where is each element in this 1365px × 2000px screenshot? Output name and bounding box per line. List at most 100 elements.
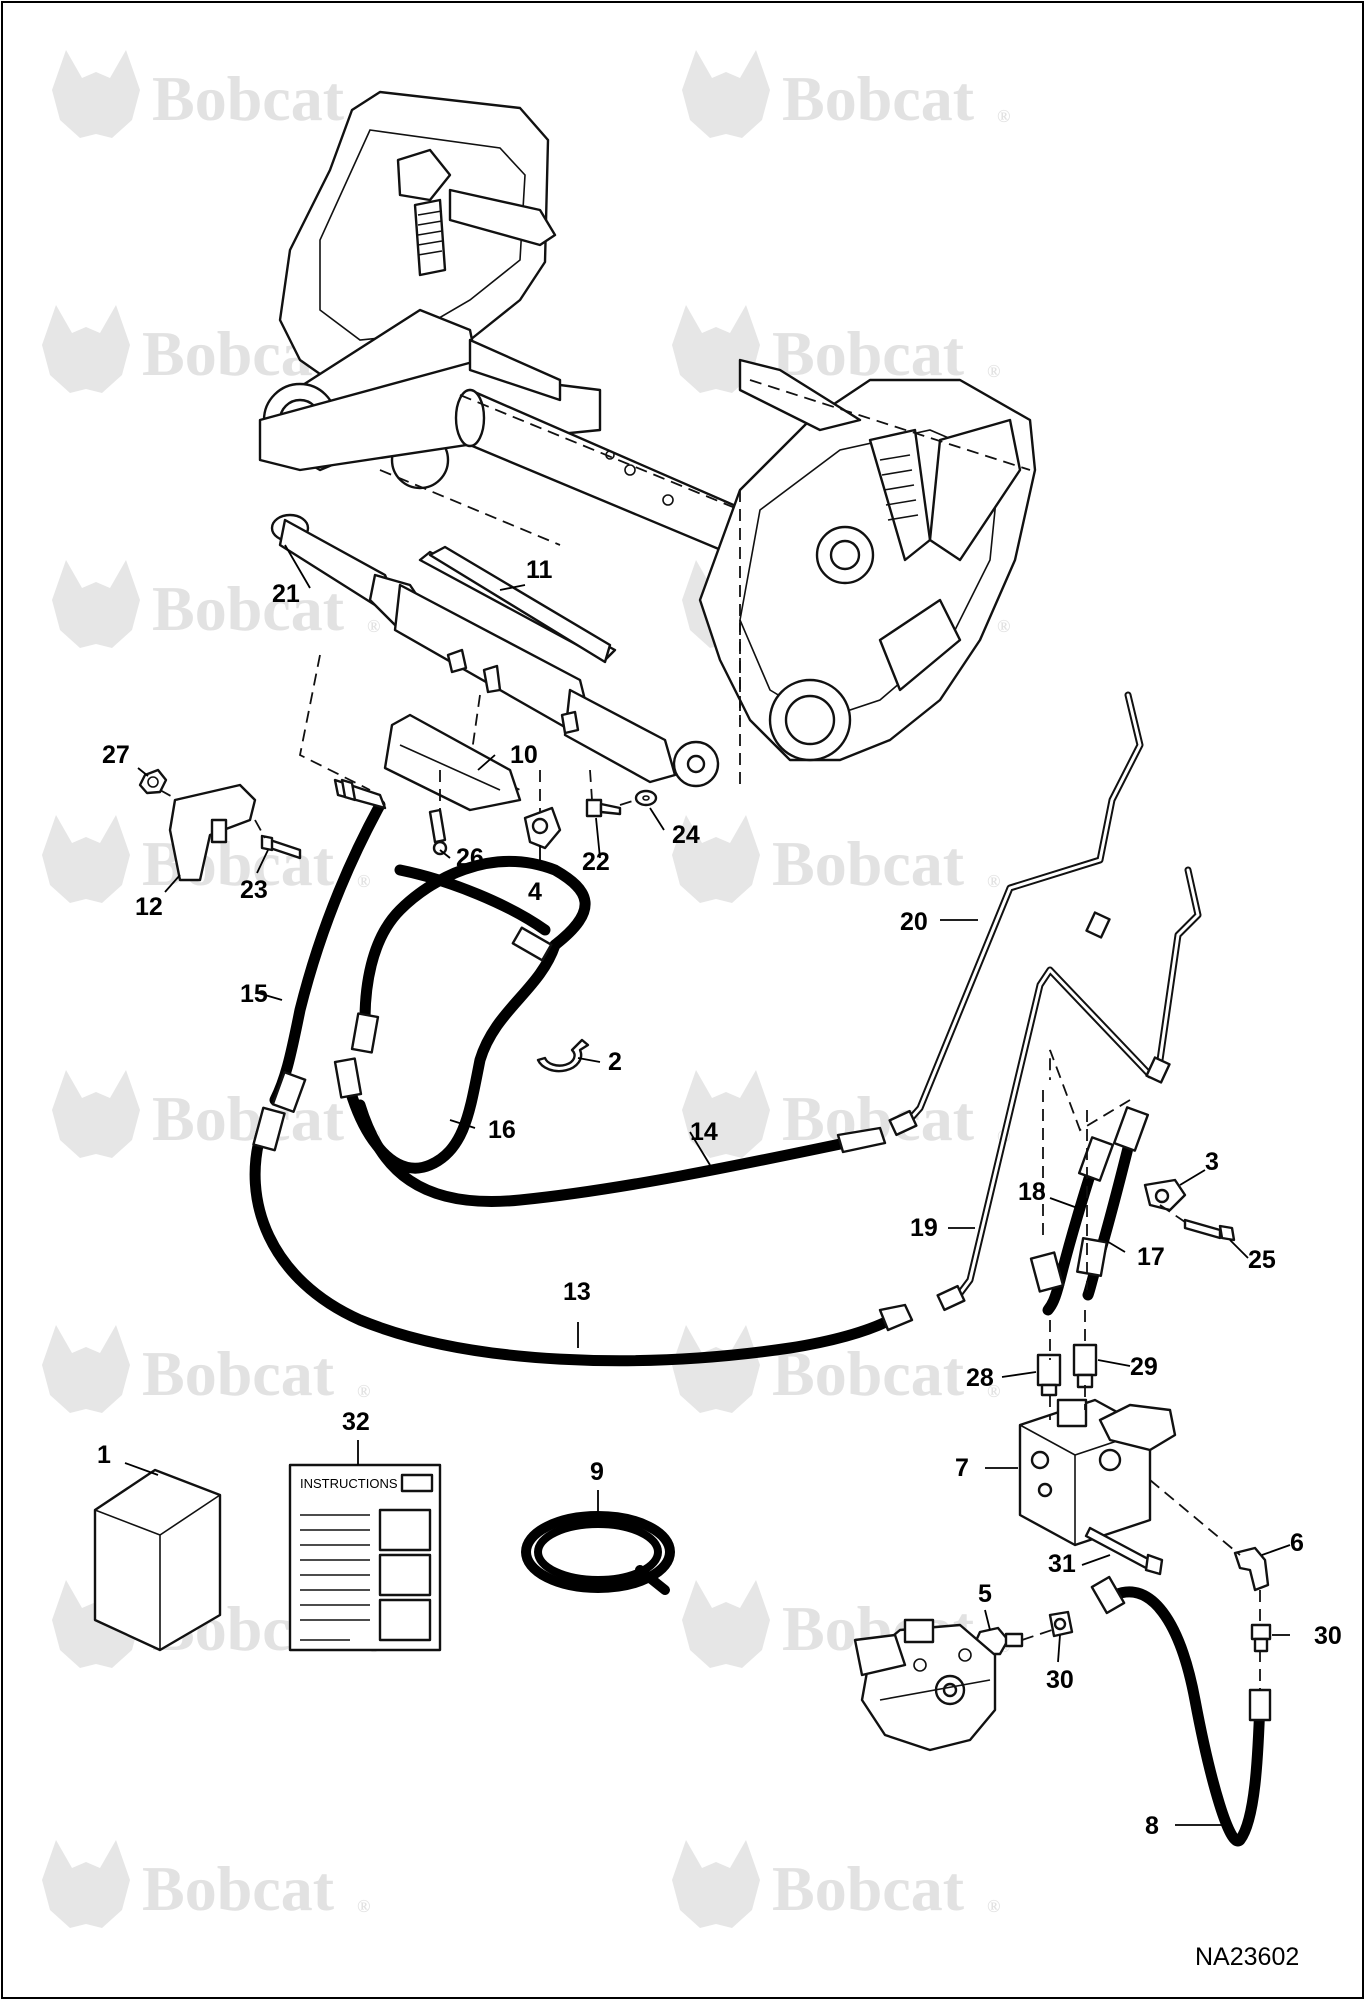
callout-1: 1 (97, 1441, 111, 1469)
hose-13 (249, 1106, 914, 1367)
bobcat-logo-icon (42, 1840, 130, 1928)
box-1 (93, 1468, 222, 1652)
watermark-tile: Bobcat® (52, 1070, 380, 1158)
shield-10 (383, 713, 522, 812)
bolt-31 (1084, 1526, 1164, 1576)
watermark-registered-mark: ® (987, 1381, 1000, 1401)
callout-22: 22 (582, 848, 610, 876)
callout-19: 19 (910, 1214, 938, 1242)
watermark-registered-mark: ® (357, 1896, 370, 1916)
watermark-text: Bobcat (152, 573, 345, 644)
watermark-text: Bobcat (142, 1853, 335, 1924)
bobcat-logo-icon (672, 1325, 760, 1413)
watermark-registered-mark: ® (987, 361, 1000, 381)
callout-18: 18 (1018, 1178, 1046, 1206)
cylinder-assembly (270, 513, 741, 791)
instructions-label: INSTRUCTIONS (300, 1476, 398, 1491)
callout-21: 21 (272, 580, 300, 608)
hose-16 (333, 856, 591, 1174)
washer-24 (634, 789, 658, 807)
watermark-text: Bobcat (152, 1083, 345, 1154)
knob-4 (523, 806, 562, 850)
watermark-registered-mark: ® (357, 1381, 370, 1401)
figure-id: NA23602 (1195, 1943, 1299, 1971)
tube-19 (936, 866, 1202, 1312)
control-valve-body (853, 1618, 997, 1752)
watermark-tile: Bobcat ® (52, 560, 380, 648)
watermark-registered-mark: ® (997, 106, 1010, 126)
callout-5: 5 (978, 1580, 992, 1608)
bobcat-logo-icon (682, 50, 770, 138)
callout-14: 14 (690, 1118, 718, 1146)
watermark-text: Bobcat (772, 1853, 965, 1924)
watermark-registered-mark: ® (357, 871, 370, 891)
callout-20: 20 (900, 908, 928, 936)
watermark-tile: Bobcat ® (672, 305, 1000, 393)
callout-29: 29 (1130, 1353, 1158, 1381)
fitting-28 (1036, 1353, 1062, 1397)
instructions-sheet-32: INSTRUCTIONS (288, 1463, 442, 1652)
callout-7: 7 (955, 1454, 969, 1482)
attachment-cross-tube (379, 388, 747, 562)
callout-13: 13 (563, 1278, 591, 1306)
bobcat-logo-icon (42, 1325, 130, 1413)
watermark-text: Bobcat (772, 318, 965, 389)
callout-11: 11 (526, 556, 553, 584)
hose-14 (354, 864, 887, 1207)
fitting-29 (1072, 1343, 1098, 1389)
callout-31: 31 (1048, 1550, 1076, 1578)
callout-10: 10 (510, 741, 538, 769)
watermark-tile: Bobcat® (42, 1325, 370, 1413)
callout-32: 32 (342, 1408, 370, 1436)
valve-block-7 (1018, 1398, 1177, 1547)
bobcat-logo-icon (42, 815, 130, 903)
watermark-registered-mark: ® (987, 871, 1000, 891)
watermark-tile: Bobcat ® (682, 50, 1010, 138)
cylinder-guard (428, 545, 612, 664)
callout-23: 23 (240, 876, 268, 904)
watermark-tile: Bobcat ® (42, 1840, 370, 1928)
hose-15 (269, 778, 387, 1113)
watermark-registered-mark: ® (367, 616, 380, 636)
callout-26: 26 (456, 844, 484, 872)
fitting-30-right (1250, 1623, 1272, 1653)
hose-17 (1076, 1106, 1150, 1301)
callout-9: 9 (590, 1458, 604, 1486)
watermark-tile: Bobcat® (52, 50, 380, 138)
watermark-registered-mark: ® (997, 616, 1010, 636)
hose-coil-9 (521, 1511, 675, 1595)
callout-12: 12 (135, 893, 163, 921)
bobcat-logo-icon (42, 305, 130, 393)
callout-15: 15 (240, 980, 268, 1008)
watermark-text: Bobcat (772, 828, 965, 899)
tee-fitting-3 (1143, 1178, 1187, 1212)
bolt-22 (585, 798, 622, 818)
callout-2: 2 (608, 1048, 622, 1076)
bobcat-logo-icon (672, 1840, 760, 1928)
tube-20 (888, 691, 1144, 1137)
callout-numbers: 1 2 3 4 5 6 7 8 9 10 11 12 13 14 15 16 1… (97, 556, 1342, 1840)
callout-30-left: 30 (1046, 1666, 1074, 1694)
callout-30-right: 30 (1314, 1622, 1342, 1650)
watermark-text: Bobcat (782, 63, 975, 134)
callout-8: 8 (1145, 1812, 1159, 1840)
callout-6: 6 (1290, 1529, 1304, 1557)
callout-17: 17 (1137, 1243, 1165, 1271)
callout-25: 25 (1248, 1246, 1276, 1274)
watermark-tile: Bobcat® (672, 1840, 1000, 1928)
bobcat-logo-icon (682, 1580, 770, 1668)
bolt-23 (260, 834, 302, 860)
hose-8 (1090, 1575, 1272, 1847)
watermark-text: Bobcat (152, 63, 345, 134)
attachment-frame-left-mount (258, 90, 602, 490)
callout-3: 3 (1205, 1148, 1219, 1176)
callout-4: 4 (528, 878, 542, 906)
callout-28: 28 (966, 1364, 994, 1392)
fitting-30-left (1048, 1610, 1074, 1638)
watermark-tile: Bobcat ® (672, 815, 1000, 903)
bobcat-logo-icon (52, 560, 140, 648)
callout-leaders (124, 544, 1291, 1826)
assembly-dash-lines (159, 769, 1261, 1690)
